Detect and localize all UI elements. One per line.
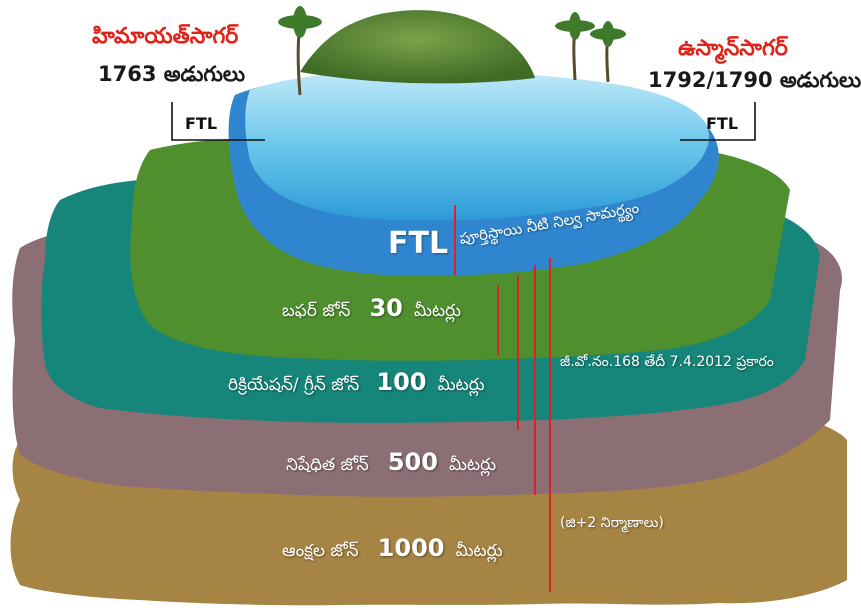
right-reservoir-level: 1792/1790 అడుగులు (648, 68, 861, 92)
go-reference-note: జీ.వో.నం.168 తేదీ 7.4.2012 ప్రకారం (560, 354, 774, 370)
zone-unit: మీటర్లు (413, 301, 462, 321)
left-reservoir-name: హిమాయత్‌సాగర్ (92, 24, 239, 49)
zone-distance: 100 (376, 368, 427, 396)
depth-marker-lines (454, 205, 551, 592)
island (300, 10, 535, 84)
zone-distance: 500 (387, 448, 438, 476)
zone-name: రిక్రియేషన్/ గ్రీన్ జోన్ (228, 375, 360, 395)
zone-unit: మీటర్లు (437, 375, 485, 395)
recreation-zone-label: రిక్రియేషన్/ గ్రీన్ జోన్ 100 మీటర్లు (228, 368, 485, 399)
buffer-zone-label: బఫర్ జోన్ 30 మీటర్లు (282, 294, 461, 325)
zone-distance: 30 (369, 294, 403, 322)
construction-note: (జి+2 నిర్మాణాలు) (560, 515, 664, 531)
left-reservoir-level: 1763 అడుగులు (98, 62, 246, 86)
zone-name: బఫర్ జోన్ (282, 301, 351, 321)
restricted-zone-label: ఆంక్షల జోన్ 1000 మీటర్లు (282, 534, 503, 565)
zone-distance: 1000 (377, 534, 445, 562)
zone-name: ఆంక్షల జోన్ (282, 541, 359, 561)
right-reservoir-name: ఉస్మాన్‌సాగర్ (678, 36, 788, 61)
palm-fronds (278, 6, 626, 47)
ftl-brackets (171, 102, 756, 141)
zone-unit: మీటర్లు (455, 541, 503, 561)
zone-name: నిషేధిత జోన్ (286, 455, 369, 475)
prohibited-zone-label: నిషేధిత జోన్ 500 మీటర్లు (286, 448, 496, 479)
right-ftl-tag: FTL (706, 114, 739, 133)
water-surface (245, 71, 709, 221)
zone-unit: మీటర్లు (449, 455, 497, 475)
ftl-label: FTL (388, 226, 449, 261)
left-ftl-tag: FTL (185, 114, 218, 133)
